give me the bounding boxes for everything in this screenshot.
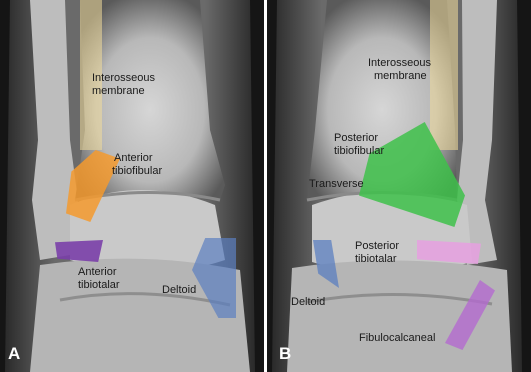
label-posterior-tibiotalar: Posterior tibiotalar [355,240,399,266]
panel-letter-b: B [279,344,291,364]
label-deltoid-a: Deltoid [162,284,196,297]
label-deltoid-b: Deltoid [291,296,325,309]
label-anterior-tibiofibular: Anterior tibiofibular [112,152,162,178]
label-posterior-tibiofibular: Posterior tibiofibular [334,132,384,158]
interosseous-membrane-b [430,0,458,150]
panel-letter-a: A [8,344,20,364]
label-transverse: Transverse [309,178,364,191]
anterior-tibiotalar-ligament [55,240,103,262]
label-interosseous-membrane-b: Interosseous membrane [368,57,431,83]
panel-a: Interosseous membrane Anterior tibiofibu… [0,0,264,372]
panel-b: Interosseous membrane Posterior tibiofib… [267,0,531,372]
label-fibulocalcaneal: Fibulocalcaneal [359,332,435,345]
label-interosseous-membrane-a: Interosseous membrane [92,72,155,98]
label-anterior-tibiotalar: Anterior tibiotalar [78,266,120,292]
